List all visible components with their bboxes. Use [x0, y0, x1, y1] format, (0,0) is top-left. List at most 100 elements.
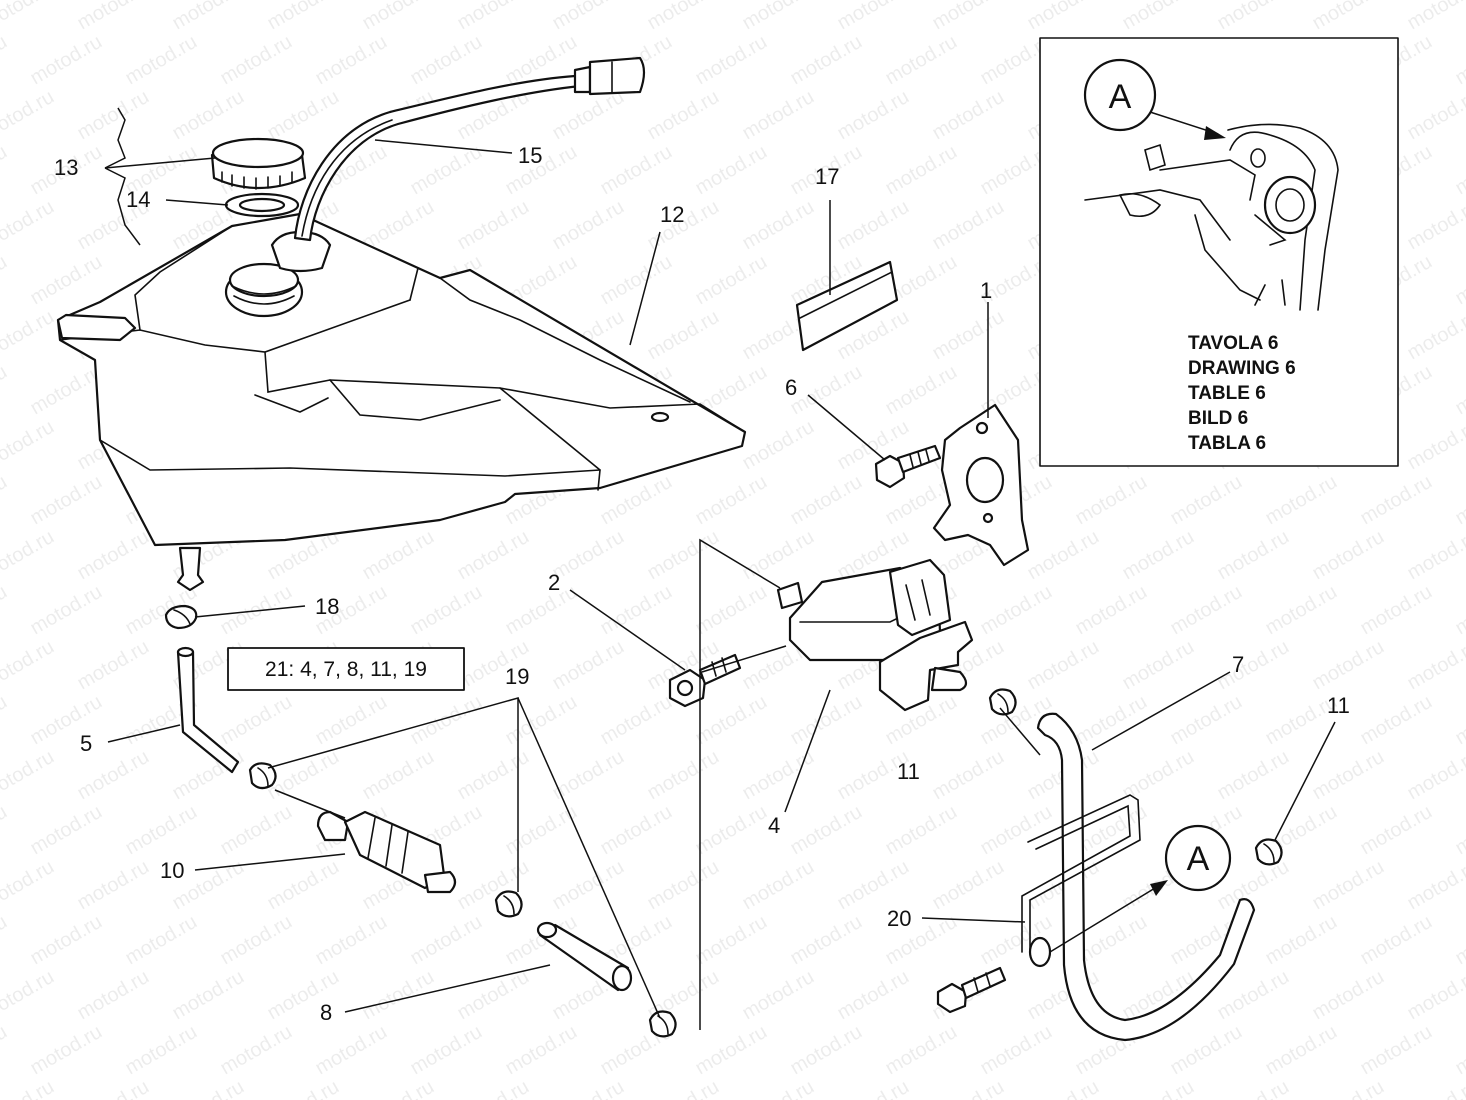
screw-2: [668, 653, 742, 708]
watermark-text: motod.ru: [1309, 636, 1388, 695]
watermark-text: motod.ru: [264, 856, 343, 915]
callout-5: 5: [80, 731, 92, 756]
watermark-text: motod.ru: [739, 416, 818, 475]
watermark-text: motod.ru: [1404, 1076, 1466, 1100]
watermark-text: motod.ru: [1119, 526, 1198, 585]
watermark-text: motod.ru: [929, 0, 1008, 34]
watermark-text: motod.ru: [1404, 196, 1466, 255]
watermark-text: motod.ru: [27, 581, 106, 640]
watermark-text: motod.ru: [692, 471, 771, 530]
watermark-text: motod.ru: [264, 1076, 343, 1100]
callout-10: 10: [160, 858, 184, 883]
watermark-text: motod.ru: [74, 526, 153, 585]
watermark-text: motod.ru: [739, 526, 818, 585]
kit-box: 21: 4, 7, 8, 11, 19: [227, 647, 465, 691]
watermark-text: motod.ru: [0, 251, 11, 310]
watermark-text: motod.ru: [1309, 966, 1388, 1025]
watermark-text: motod.ru: [74, 636, 153, 695]
watermark-text: motod.ru: [217, 581, 296, 640]
watermark-text: motod.ru: [454, 0, 533, 34]
leader-lines: [104, 107, 1336, 1030]
callout-1: 1: [980, 278, 992, 303]
watermark-text: motod.ru: [787, 31, 866, 90]
watermark-text: motod.ru: [834, 86, 913, 145]
watermark-text: motod.ru: [1357, 471, 1436, 530]
watermark-text: motod.ru: [502, 581, 581, 640]
watermark-text: motod.ru: [0, 856, 58, 915]
watermark-text: motod.ru: [644, 306, 723, 365]
watermark-text: motod.ru: [834, 1076, 913, 1100]
watermark-text: motod.ru: [644, 86, 723, 145]
watermark-text: motod.ru: [549, 746, 628, 805]
callout-6: 6: [785, 375, 797, 400]
watermark-text: motod.ru: [597, 691, 676, 750]
watermark-text: motod.ru: [739, 966, 818, 1025]
inset-line-4: BILD 6: [1188, 408, 1248, 429]
hose-8: [536, 921, 633, 992]
watermark-text: motod.ru: [882, 31, 961, 90]
watermark-text: motod.ru: [0, 1076, 58, 1100]
watermark-text: motod.ru: [1072, 471, 1151, 530]
watermark-text: motod.ru: [739, 0, 818, 34]
watermark-text: motod.ru: [407, 691, 486, 750]
watermark-text: motod.ru: [597, 141, 676, 200]
watermark-text: motod.ru: [929, 306, 1008, 365]
watermark-text: motod.ru: [359, 966, 438, 1025]
watermark-text: motod.ru: [929, 746, 1008, 805]
watermark-text: motod.ru: [1404, 856, 1466, 915]
watermark-text: motod.ru: [1167, 581, 1246, 640]
watermark-text: motod.ru: [264, 0, 343, 34]
inset-letter: A: [1109, 78, 1132, 116]
watermark-text: motod.ru: [0, 471, 11, 530]
watermark-text: motod.ru: [359, 0, 438, 34]
watermark-text: motod.ru: [929, 86, 1008, 145]
callout-13: 13: [54, 155, 78, 180]
watermark-text: motod.ru: [1119, 636, 1198, 695]
screw-6: [874, 444, 942, 489]
watermark-text: motod.ru: [739, 86, 818, 145]
reference-arrow-a: A: [1049, 824, 1232, 953]
watermark-text: motod.ru: [1072, 691, 1151, 750]
watermark-text: motod.ru: [1214, 1076, 1293, 1100]
watermark-text: motod.ru: [1024, 526, 1103, 585]
watermark-text: motod.ru: [359, 746, 438, 805]
callout-4: 4: [768, 813, 780, 838]
clip-19-b: [494, 890, 523, 918]
inset-line-5: TABLA 6: [1188, 433, 1266, 454]
watermark-text: motod.ru: [312, 691, 391, 750]
watermark-text: motod.ru: [1119, 1076, 1198, 1100]
watermark-text: motod.ru: [312, 1021, 391, 1080]
watermark-text: motod.ru: [1309, 526, 1388, 585]
clip-19-a: [248, 762, 277, 790]
watermark-text: motod.ru: [27, 471, 106, 530]
reference-letter: A: [1187, 840, 1210, 878]
callout-7: 7: [1232, 652, 1244, 677]
watermark-text: motod.ru: [74, 856, 153, 915]
callout-15: 15: [518, 143, 542, 168]
watermark-text: motod.ru: [0, 691, 11, 750]
watermark-text: motod.ru: [1357, 691, 1436, 750]
watermark-text: motod.ru: [977, 1021, 1056, 1080]
watermark-text: motod.ru: [122, 801, 201, 860]
watermark-text: motod.ru: [1452, 691, 1466, 750]
watermark-text: motod.ru: [692, 801, 771, 860]
watermark-text: motod.ru: [0, 306, 58, 365]
watermark-text: motod.ru: [1309, 746, 1388, 805]
watermark-text: motod.ru: [1452, 801, 1466, 860]
watermark-text: motod.ru: [549, 1076, 628, 1100]
watermark-text: motod.ru: [122, 911, 201, 970]
watermark-text: motod.ru: [359, 526, 438, 585]
watermark-text: motod.ru: [549, 0, 628, 34]
watermark-text: motod.ru: [1404, 526, 1466, 585]
watermark-text: motod.ru: [0, 746, 58, 805]
watermark-text: motod.ru: [787, 911, 866, 970]
watermark-text: motod.ru: [1452, 141, 1466, 200]
watermark-text: motod.ru: [739, 196, 818, 255]
watermark-text: motod.ru: [787, 1021, 866, 1080]
watermark-text: motod.ru: [217, 801, 296, 860]
watermark-text: motod.ru: [0, 0, 58, 34]
watermark-text: motod.ru: [1072, 581, 1151, 640]
callout-14: 14: [126, 187, 150, 212]
level-sensor: [270, 56, 646, 273]
